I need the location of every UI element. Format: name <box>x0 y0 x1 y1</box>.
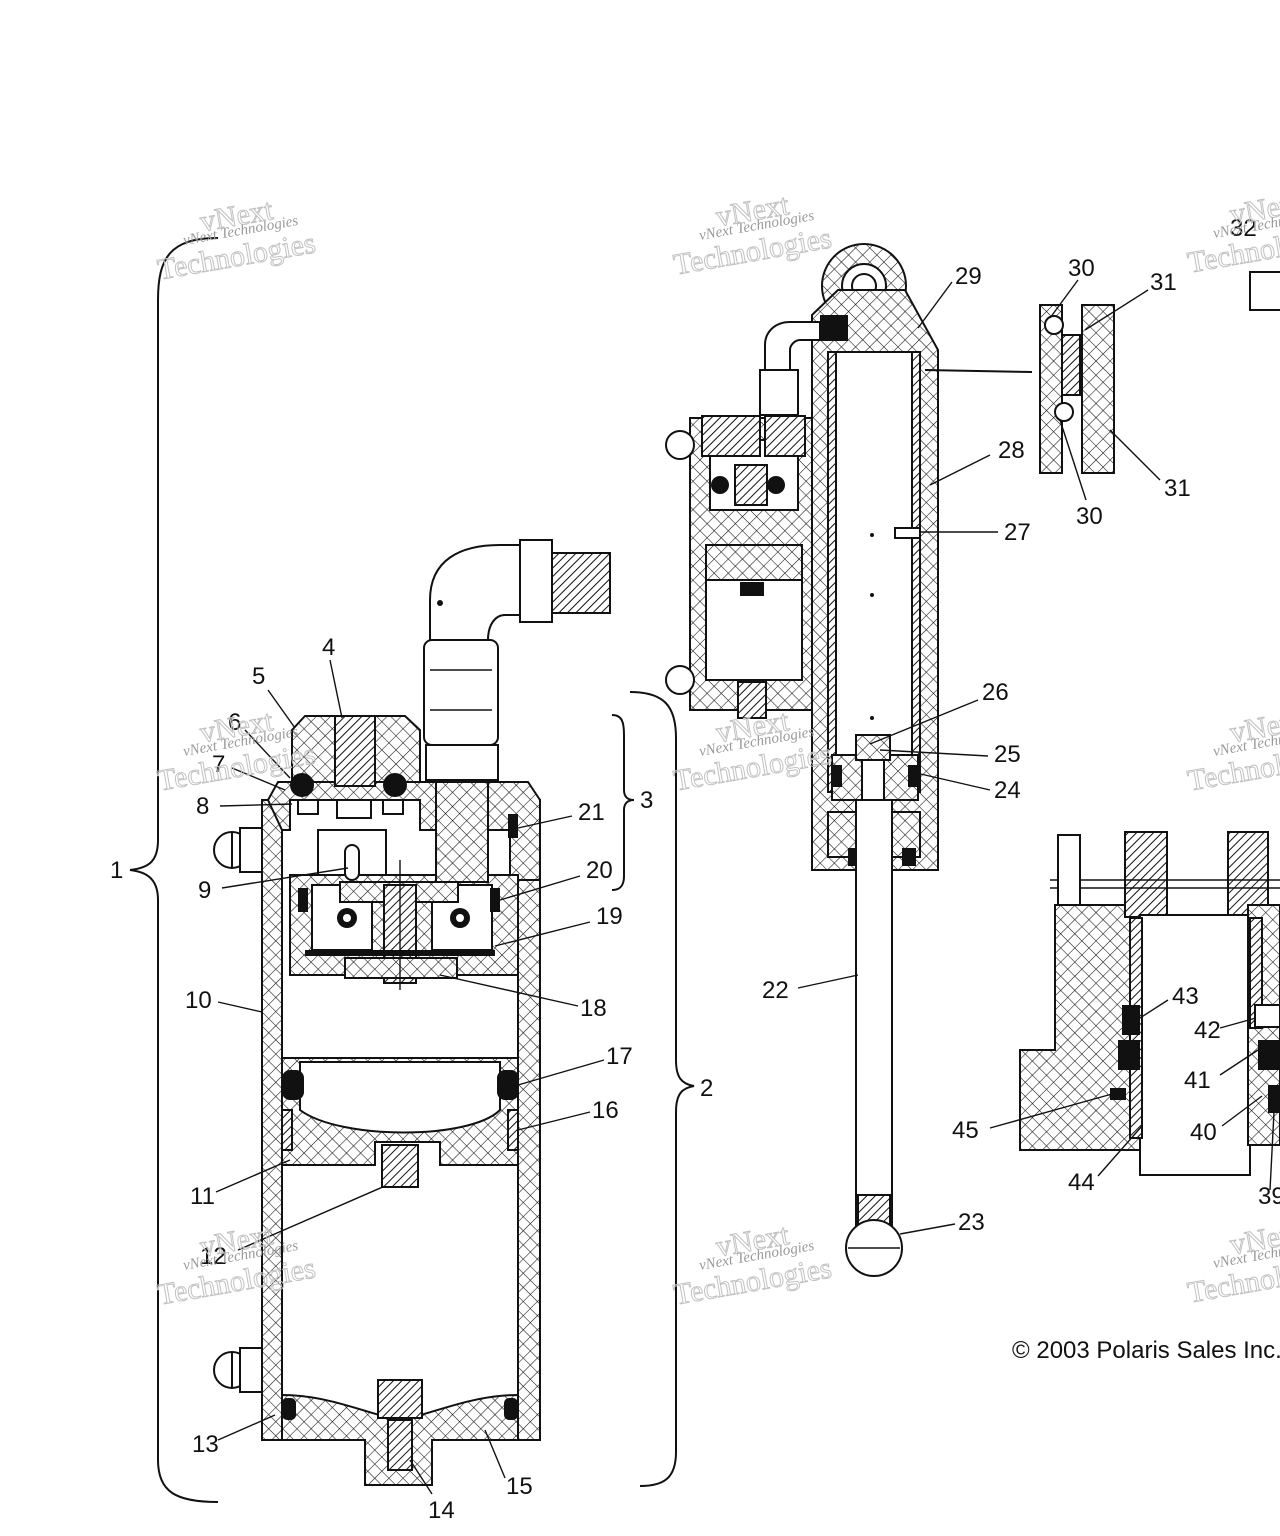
o-ring-6b <box>383 773 407 797</box>
hose-barb <box>551 552 611 614</box>
end-cap <box>266 781 541 881</box>
callout-39: 39 <box>1258 1183 1280 1210</box>
callout-32: 32 <box>1230 215 1257 242</box>
callout-10: 10 <box>185 987 212 1014</box>
callout-5: 5 <box>252 663 265 690</box>
watermark-9: vNext Technologies vNext Technologies <box>1185 1216 1280 1310</box>
callout-15: 15 <box>506 1473 533 1500</box>
watermark-7: vNext Technologies vNext Technologies <box>155 1218 319 1312</box>
callout-2: 2 <box>700 1075 713 1102</box>
callout-24: 24 <box>994 777 1021 804</box>
elbow-nut <box>519 539 553 623</box>
callout-44: 44 <box>1068 1169 1095 1196</box>
watermark-8: vNext Technologies vNext Technologies <box>671 1218 835 1312</box>
callout-40: 40 <box>1190 1119 1217 1146</box>
fitting-hex <box>425 744 499 781</box>
cylinder-wall-right <box>517 799 541 1441</box>
brace-1 <box>129 237 219 1503</box>
callout-25: 25 <box>994 741 1021 768</box>
callout-6: 6 <box>228 709 241 736</box>
callout-1: 1 <box>110 857 123 884</box>
callout-31-bottom: 31 <box>1164 475 1191 502</box>
bleed-screw-12 <box>381 1144 419 1188</box>
callout-43: 43 <box>1172 983 1199 1010</box>
callout-41: 41 <box>1184 1067 1211 1094</box>
callout-45: 45 <box>952 1117 979 1144</box>
cylinder-wall-left <box>261 799 283 1441</box>
callout-29: 29 <box>955 263 982 290</box>
piston-seal-right <box>497 1070 519 1100</box>
callout-42: 42 <box>1194 1017 1221 1044</box>
schrader-valve <box>334 715 376 787</box>
callout-23: 23 <box>958 1209 985 1236</box>
copyright-notice: © 2003 Polaris Sales Inc. <box>1012 1337 1280 1364</box>
callout-4: 4 <box>322 634 335 661</box>
callout-8: 8 <box>196 793 209 820</box>
callout-20: 20 <box>586 857 613 884</box>
callout-27: 27 <box>1004 519 1031 546</box>
piston-seal-left <box>282 1070 304 1100</box>
shock-body-assembly <box>665 243 939 1277</box>
callout-16: 16 <box>592 1097 619 1124</box>
callout-12: 12 <box>200 1243 227 1270</box>
callout-18: 18 <box>580 995 607 1022</box>
fitting-threaded <box>435 781 489 883</box>
reservoir-assembly <box>129 237 695 1503</box>
seal-head-detail <box>1019 271 1280 1176</box>
callout-19: 19 <box>596 903 623 930</box>
drain-screw-14 <box>387 1419 413 1471</box>
adjuster-fitting <box>820 315 848 341</box>
fitting-body <box>423 639 499 746</box>
callout-22: 22 <box>762 977 789 1004</box>
callout-13: 13 <box>192 1431 219 1458</box>
inner-tube <box>827 351 921 793</box>
piston-nut <box>855 734 891 761</box>
callout-11: 11 <box>190 1183 215 1210</box>
callout-labels: 1 2 3 4 5 6 7 8 9 10 11 12 13 14 15 16 1… <box>110 215 1280 1524</box>
callout-26: 26 <box>982 679 1009 706</box>
seal-20 <box>490 888 500 912</box>
bleed-port <box>894 527 921 539</box>
watermark-3: vNext Technologies vNext Technologies <box>1185 186 1280 280</box>
callout-21: 21 <box>578 799 605 826</box>
callout-30-bottom: 30 <box>1076 503 1103 530</box>
bottom-plug <box>377 1379 423 1419</box>
callout-30-top: 30 <box>1068 255 1095 282</box>
reservoir-plug <box>737 681 767 719</box>
callout-7: 7 <box>212 751 225 778</box>
watermark-6: vNext Technologies vNext Technologies <box>1185 704 1280 798</box>
brace-2 <box>629 691 695 1487</box>
watermark-5: vNext Technologies vNext Technologies <box>671 704 835 798</box>
seal-detail <box>924 304 1115 474</box>
callout-28: 28 <box>998 437 1025 464</box>
nut-18 <box>344 957 458 979</box>
callout-3: 3 <box>640 787 653 814</box>
callout-17: 17 <box>606 1043 633 1070</box>
brace-3 <box>611 714 635 891</box>
elbow <box>429 544 526 641</box>
callout-31-top: 31 <box>1150 269 1177 296</box>
leader-lines <box>215 279 1275 1495</box>
callout-14: 14 <box>428 1497 455 1524</box>
piston-shaft <box>855 799 893 1231</box>
watermark-2: vNext Technologies vNext Technologies <box>671 188 835 282</box>
o-ring-6 <box>290 773 314 797</box>
callout-9: 9 <box>198 877 211 904</box>
watermark-1: vNext Technologies vNext Technologies <box>155 193 319 287</box>
seal-21 <box>508 814 518 838</box>
